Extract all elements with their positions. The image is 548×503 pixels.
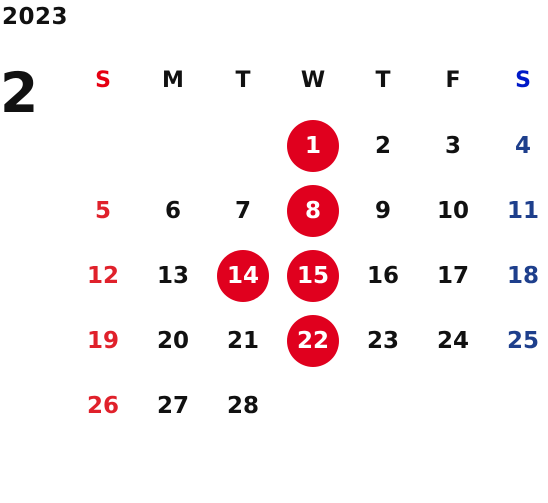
calendar-day[interactable]: 24 xyxy=(418,308,488,373)
calendar-day[interactable]: 7 xyxy=(208,178,278,243)
calendar-day-number: 17 xyxy=(436,262,469,289)
calendar-day-number: 27 xyxy=(156,392,189,419)
calendar-day[interactable]: 21 xyxy=(208,308,278,373)
weekday-header-friday: F xyxy=(445,68,461,93)
calendar-empty-cell xyxy=(418,373,488,438)
weekday-header-wednesday: W xyxy=(300,68,326,93)
calendar-day-number: 3 xyxy=(444,132,461,159)
calendar-day[interactable]: 1 xyxy=(278,113,348,178)
calendar-day[interactable]: 23 xyxy=(348,308,418,373)
calendar-empty-cell xyxy=(278,373,348,438)
calendar-day-number: 14 xyxy=(226,262,259,289)
calendar-day-number: 8 xyxy=(304,197,321,224)
calendar-day-number: 22 xyxy=(296,327,329,354)
year-label: 2023 xyxy=(2,4,69,30)
calendar-empty-cell xyxy=(138,113,208,178)
calendar-day[interactable]: 4 xyxy=(488,113,548,178)
calendar-day[interactable]: 3 xyxy=(418,113,488,178)
calendar-day-number: 19 xyxy=(86,327,119,354)
calendar-empty-cell xyxy=(488,373,548,438)
calendar-day[interactable]: 17 xyxy=(418,243,488,308)
calendar-empty-cell xyxy=(348,373,418,438)
calendar-day[interactable]: 18 xyxy=(488,243,548,308)
calendar-day-number: 2 xyxy=(374,132,391,159)
calendar-day-number: 10 xyxy=(436,197,469,224)
calendar-day-number: 25 xyxy=(506,327,539,354)
weekday-header-tuesday: T xyxy=(235,68,251,93)
weekday-header-sunday: S xyxy=(95,68,111,93)
calendar-day-number: 28 xyxy=(226,392,259,419)
calendar-day[interactable]: 10 xyxy=(418,178,488,243)
calendar-day-number: 9 xyxy=(374,197,391,224)
calendar-day[interactable]: 13 xyxy=(138,243,208,308)
calendar-day-number: 7 xyxy=(234,197,251,224)
calendar-day[interactable]: 6 xyxy=(138,178,208,243)
calendar-day[interactable]: 9 xyxy=(348,178,418,243)
month-label: 2 xyxy=(0,61,39,125)
calendar-day-number: 5 xyxy=(94,197,111,224)
calendar-day-number: 18 xyxy=(506,262,539,289)
weekday-header-monday: M xyxy=(162,68,184,93)
calendar-day-number: 13 xyxy=(156,262,189,289)
calendar-day-number: 26 xyxy=(86,392,119,419)
calendar-empty-cell xyxy=(68,113,138,178)
calendar-day[interactable]: 5 xyxy=(68,178,138,243)
calendar-day-number: 23 xyxy=(366,327,399,354)
calendar-day[interactable]: 14 xyxy=(208,243,278,308)
calendar-day[interactable]: 8 xyxy=(278,178,348,243)
calendar-day[interactable]: 22 xyxy=(278,308,348,373)
calendar-day-number: 21 xyxy=(226,327,259,354)
calendar-day[interactable]: 12 xyxy=(68,243,138,308)
weekday-header-saturday: S xyxy=(515,68,531,93)
calendar-day-number: 16 xyxy=(366,262,399,289)
calendar-day-number: 11 xyxy=(506,197,539,224)
calendar-day-number: 12 xyxy=(86,262,119,289)
calendar-day[interactable]: 28 xyxy=(208,373,278,438)
calendar-empty-cell xyxy=(208,113,278,178)
calendar-day[interactable]: 26 xyxy=(68,373,138,438)
calendar-day[interactable]: 15 xyxy=(278,243,348,308)
calendar-day[interactable]: 20 xyxy=(138,308,208,373)
calendar-day[interactable]: 2 xyxy=(348,113,418,178)
calendar-day-number: 24 xyxy=(436,327,469,354)
calendar-day[interactable]: 27 xyxy=(138,373,208,438)
calendar-day-number: 20 xyxy=(156,327,189,354)
calendar-day-number: 1 xyxy=(304,132,321,159)
calendar-day-number: 4 xyxy=(514,132,531,159)
calendar-day-number: 6 xyxy=(164,197,181,224)
calendar-day[interactable]: 19 xyxy=(68,308,138,373)
calendar-day[interactable]: 16 xyxy=(348,243,418,308)
calendar-day[interactable]: 25 xyxy=(488,308,548,373)
weekday-header-thursday: T xyxy=(375,68,391,93)
calendar-day-number: 15 xyxy=(296,262,329,289)
calendar-day[interactable]: 11 xyxy=(488,178,548,243)
